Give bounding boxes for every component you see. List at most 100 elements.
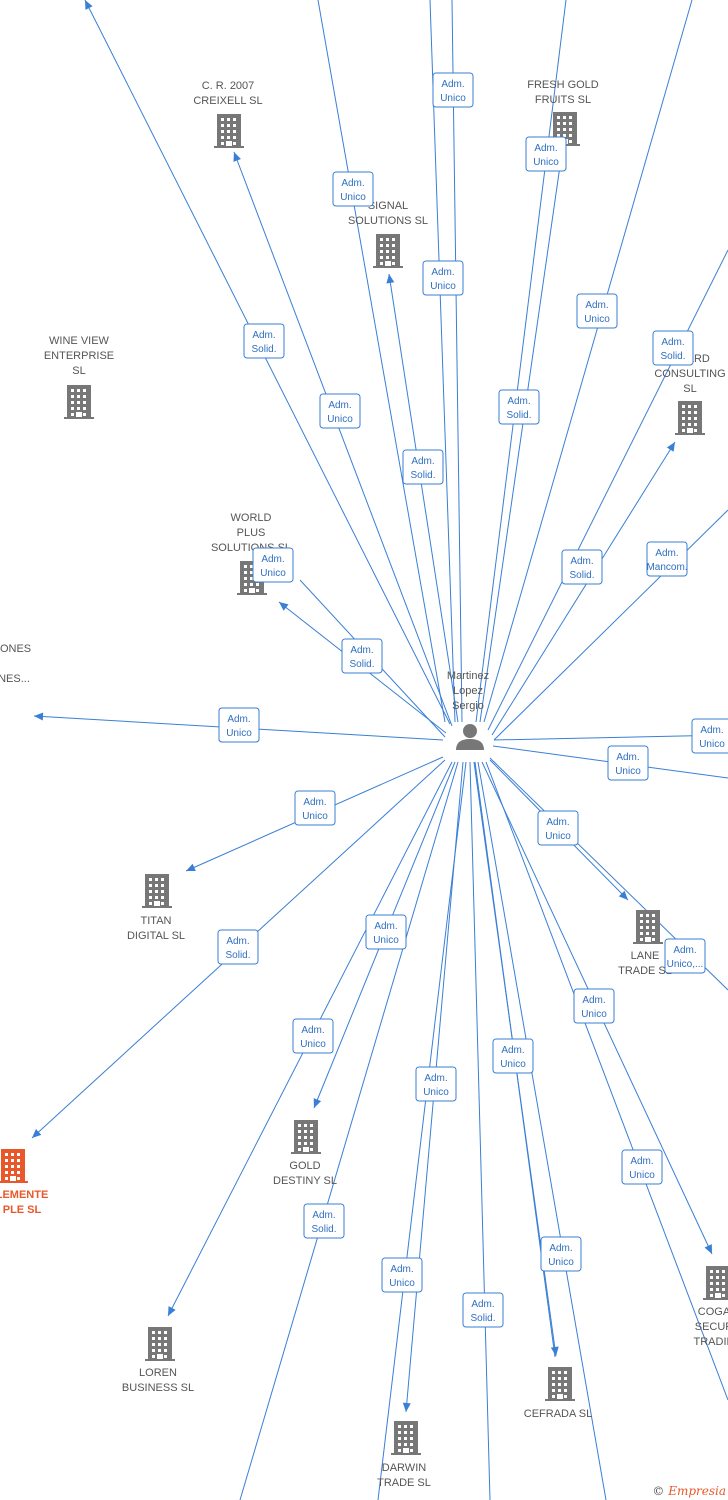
role-text: Unico: [430, 281, 456, 292]
role-text: Unico: [373, 935, 399, 946]
role-text: Solid.: [225, 950, 250, 961]
edge-line: [487, 249, 728, 731]
building-icon: [633, 910, 663, 944]
company-label: FRUITS SL: [535, 94, 591, 106]
role-badge[interactable]: Adm.Unico: [365, 914, 407, 950]
role-text: Unico: [699, 739, 725, 750]
edge-arrowhead: [313, 1098, 322, 1108]
role-badge[interactable]: Adm.Unico: [540, 1236, 582, 1272]
role-badge[interactable]: Adm.Unico: [381, 1257, 423, 1293]
role-badge[interactable]: Adm. Mancom.: [646, 541, 688, 577]
role-badge[interactable]: Adm.Solid.: [303, 1203, 345, 1239]
company-label: CEFRADA SL: [524, 1408, 592, 1420]
role-text: Unico: [423, 1087, 449, 1098]
role-badge[interactable]: Adm. Unico: [691, 718, 728, 754]
role-badge[interactable]: Adm.Unico: [607, 745, 649, 781]
role-badge[interactable]: Adm.Unico: [492, 1038, 534, 1074]
company-label: DARWIN: [382, 1462, 426, 1474]
role-badge[interactable]: Adm.Unico: [292, 1018, 334, 1054]
edge-arrowhead: [550, 1346, 559, 1356]
role-badge[interactable]: Adm. Unico: [537, 810, 579, 846]
role-text: Adm.: [441, 79, 464, 90]
company-node-coga[interactable]: COGASECURTRADIN: [694, 1266, 728, 1348]
edge-arrowhead: [34, 712, 44, 721]
role-text: Solid.: [251, 344, 276, 355]
role-badge[interactable]: Adm.Solid.: [498, 389, 540, 425]
edge-line: [493, 734, 728, 741]
company-node-guard[interactable]: GUARDCONSULTINGSL: [654, 353, 726, 435]
building-icon: [391, 1421, 421, 1455]
role-badge[interactable]: Adm.Unico: [621, 1149, 663, 1185]
role-badge[interactable]: Adm.Solid.: [243, 323, 285, 359]
company-label: TITAN: [141, 915, 172, 927]
role-text: Mancom.: [646, 562, 687, 573]
company-label: PLUS: [237, 527, 266, 539]
role-text: Unico: [581, 1009, 607, 1020]
role-text: Adm.: [328, 400, 351, 411]
role-badge[interactable]: Adm.Unico: [294, 790, 336, 826]
edge-line: [477, 761, 607, 1500]
role-badge[interactable]: Adm.Unico: [576, 293, 618, 329]
edge-arrowhead: [402, 1402, 411, 1412]
edge-line: [451, 0, 463, 723]
company-node-freshgold[interactable]: FRESH GOLD FRUITS SL: [527, 79, 599, 146]
role-text: Adm.: [501, 1045, 524, 1056]
role-badge[interactable]: Adm.Unico: [422, 260, 464, 296]
role-text: Adm.: [546, 817, 569, 828]
role-badge[interactable]: Adm.Unico: [319, 393, 361, 429]
company-label: TRADIN: [694, 1336, 728, 1348]
role-badge[interactable]: Adm.Solid.: [652, 330, 694, 366]
role-badge[interactable]: Adm.Solid.: [217, 929, 259, 965]
role-text: Unico: [260, 568, 286, 579]
role-badge[interactable]: Adm.Solid.: [402, 449, 444, 485]
role-text: Adm.: [303, 797, 326, 808]
role-badge[interactable]: Adm.Unico: [218, 707, 260, 743]
building-icon: [0, 1149, 28, 1183]
company-label: BUSINESS SL: [122, 1382, 194, 1394]
company-label: DESTINY SL: [273, 1175, 337, 1187]
role-text: Adm.: [700, 725, 723, 736]
role-text: Adm.: [534, 143, 557, 154]
company-label: LEMENTE: [0, 1189, 48, 1201]
company-label: GOLD: [289, 1160, 320, 1172]
building-icon: [675, 401, 705, 435]
brand-name: Empresia: [668, 1484, 726, 1498]
role-badge[interactable]: Adm. Unico: [332, 171, 374, 207]
role-text: Unico: [340, 192, 366, 203]
company-label: FRESH GOLD: [527, 79, 599, 91]
company-node-ionesleft[interactable]: IONESNES...: [0, 643, 31, 685]
company-node-titan[interactable]: TITAN DIGITAL SL: [127, 874, 185, 942]
company-label: TRADE SL: [618, 965, 672, 977]
role-text: Unico: [545, 831, 571, 842]
role-badge[interactable]: Adm.Solid.: [462, 1292, 504, 1328]
company-node-golddestiny[interactable]: GOLD DESTINY SL: [273, 1120, 337, 1187]
role-badge[interactable]: Adm.Unico,...: [664, 938, 706, 974]
role-badge[interactable]: Adm.Unico: [252, 547, 294, 583]
footer-brand[interactable]: © Empresia: [652, 1484, 726, 1498]
company-node-cefrada[interactable]: CEFRADA SL: [524, 1367, 592, 1420]
role-text: Solid.: [349, 659, 374, 670]
role-badge[interactable]: Adm.Unico: [573, 988, 615, 1024]
company-label: DIGITAL SL: [127, 930, 185, 942]
role-text: Adm.: [673, 945, 696, 956]
role-text: Adm.: [655, 548, 678, 559]
role-badge[interactable]: Adm.Solid.: [341, 638, 383, 674]
company-label: SL: [72, 365, 85, 377]
edge-line: [388, 273, 459, 723]
role-badge[interactable]: Adm.Unico: [525, 136, 567, 172]
role-badge[interactable]: Adm.Unico: [432, 72, 474, 108]
company-label: C. R. 2007: [202, 80, 255, 92]
role-badge[interactable]: Adm.Solid.: [561, 549, 603, 585]
role-text: Adm.: [341, 178, 364, 189]
role-badge[interactable]: Adm.Unico: [415, 1066, 457, 1102]
role-text: Unico: [389, 1278, 415, 1289]
